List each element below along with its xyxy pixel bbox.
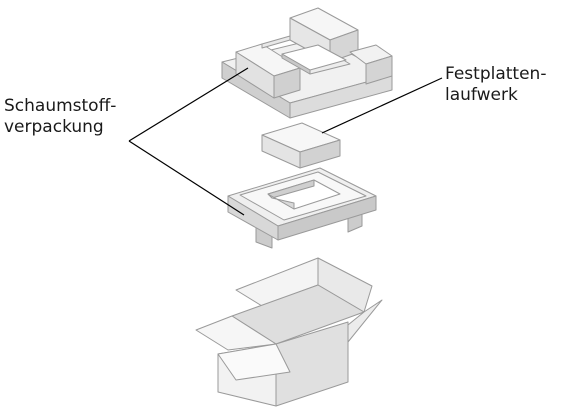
leader-lines: [128, 67, 443, 216]
bottom-foam-tray: [227, 167, 377, 249]
hard-drive-label: Festplatten- laufwerk: [445, 64, 546, 106]
leader-foam-bottom: [128, 140, 245, 216]
foam-packaging-label: Schaumstoff- verpackung: [4, 96, 116, 138]
drive-label-line-2: laufwerk: [445, 85, 518, 105]
foam-label-line-2: verpackung: [4, 117, 104, 137]
foam-label-line-1: Schaumstoff-: [4, 96, 117, 116]
hard-drive: [261, 122, 341, 169]
shipping-box: [195, 257, 383, 407]
leader-foam-top: [128, 67, 249, 142]
drive-label-line-1: Festplatten-: [445, 64, 547, 84]
top-foam-insert: [221, 7, 393, 119]
leader-drive: [321, 77, 443, 134]
